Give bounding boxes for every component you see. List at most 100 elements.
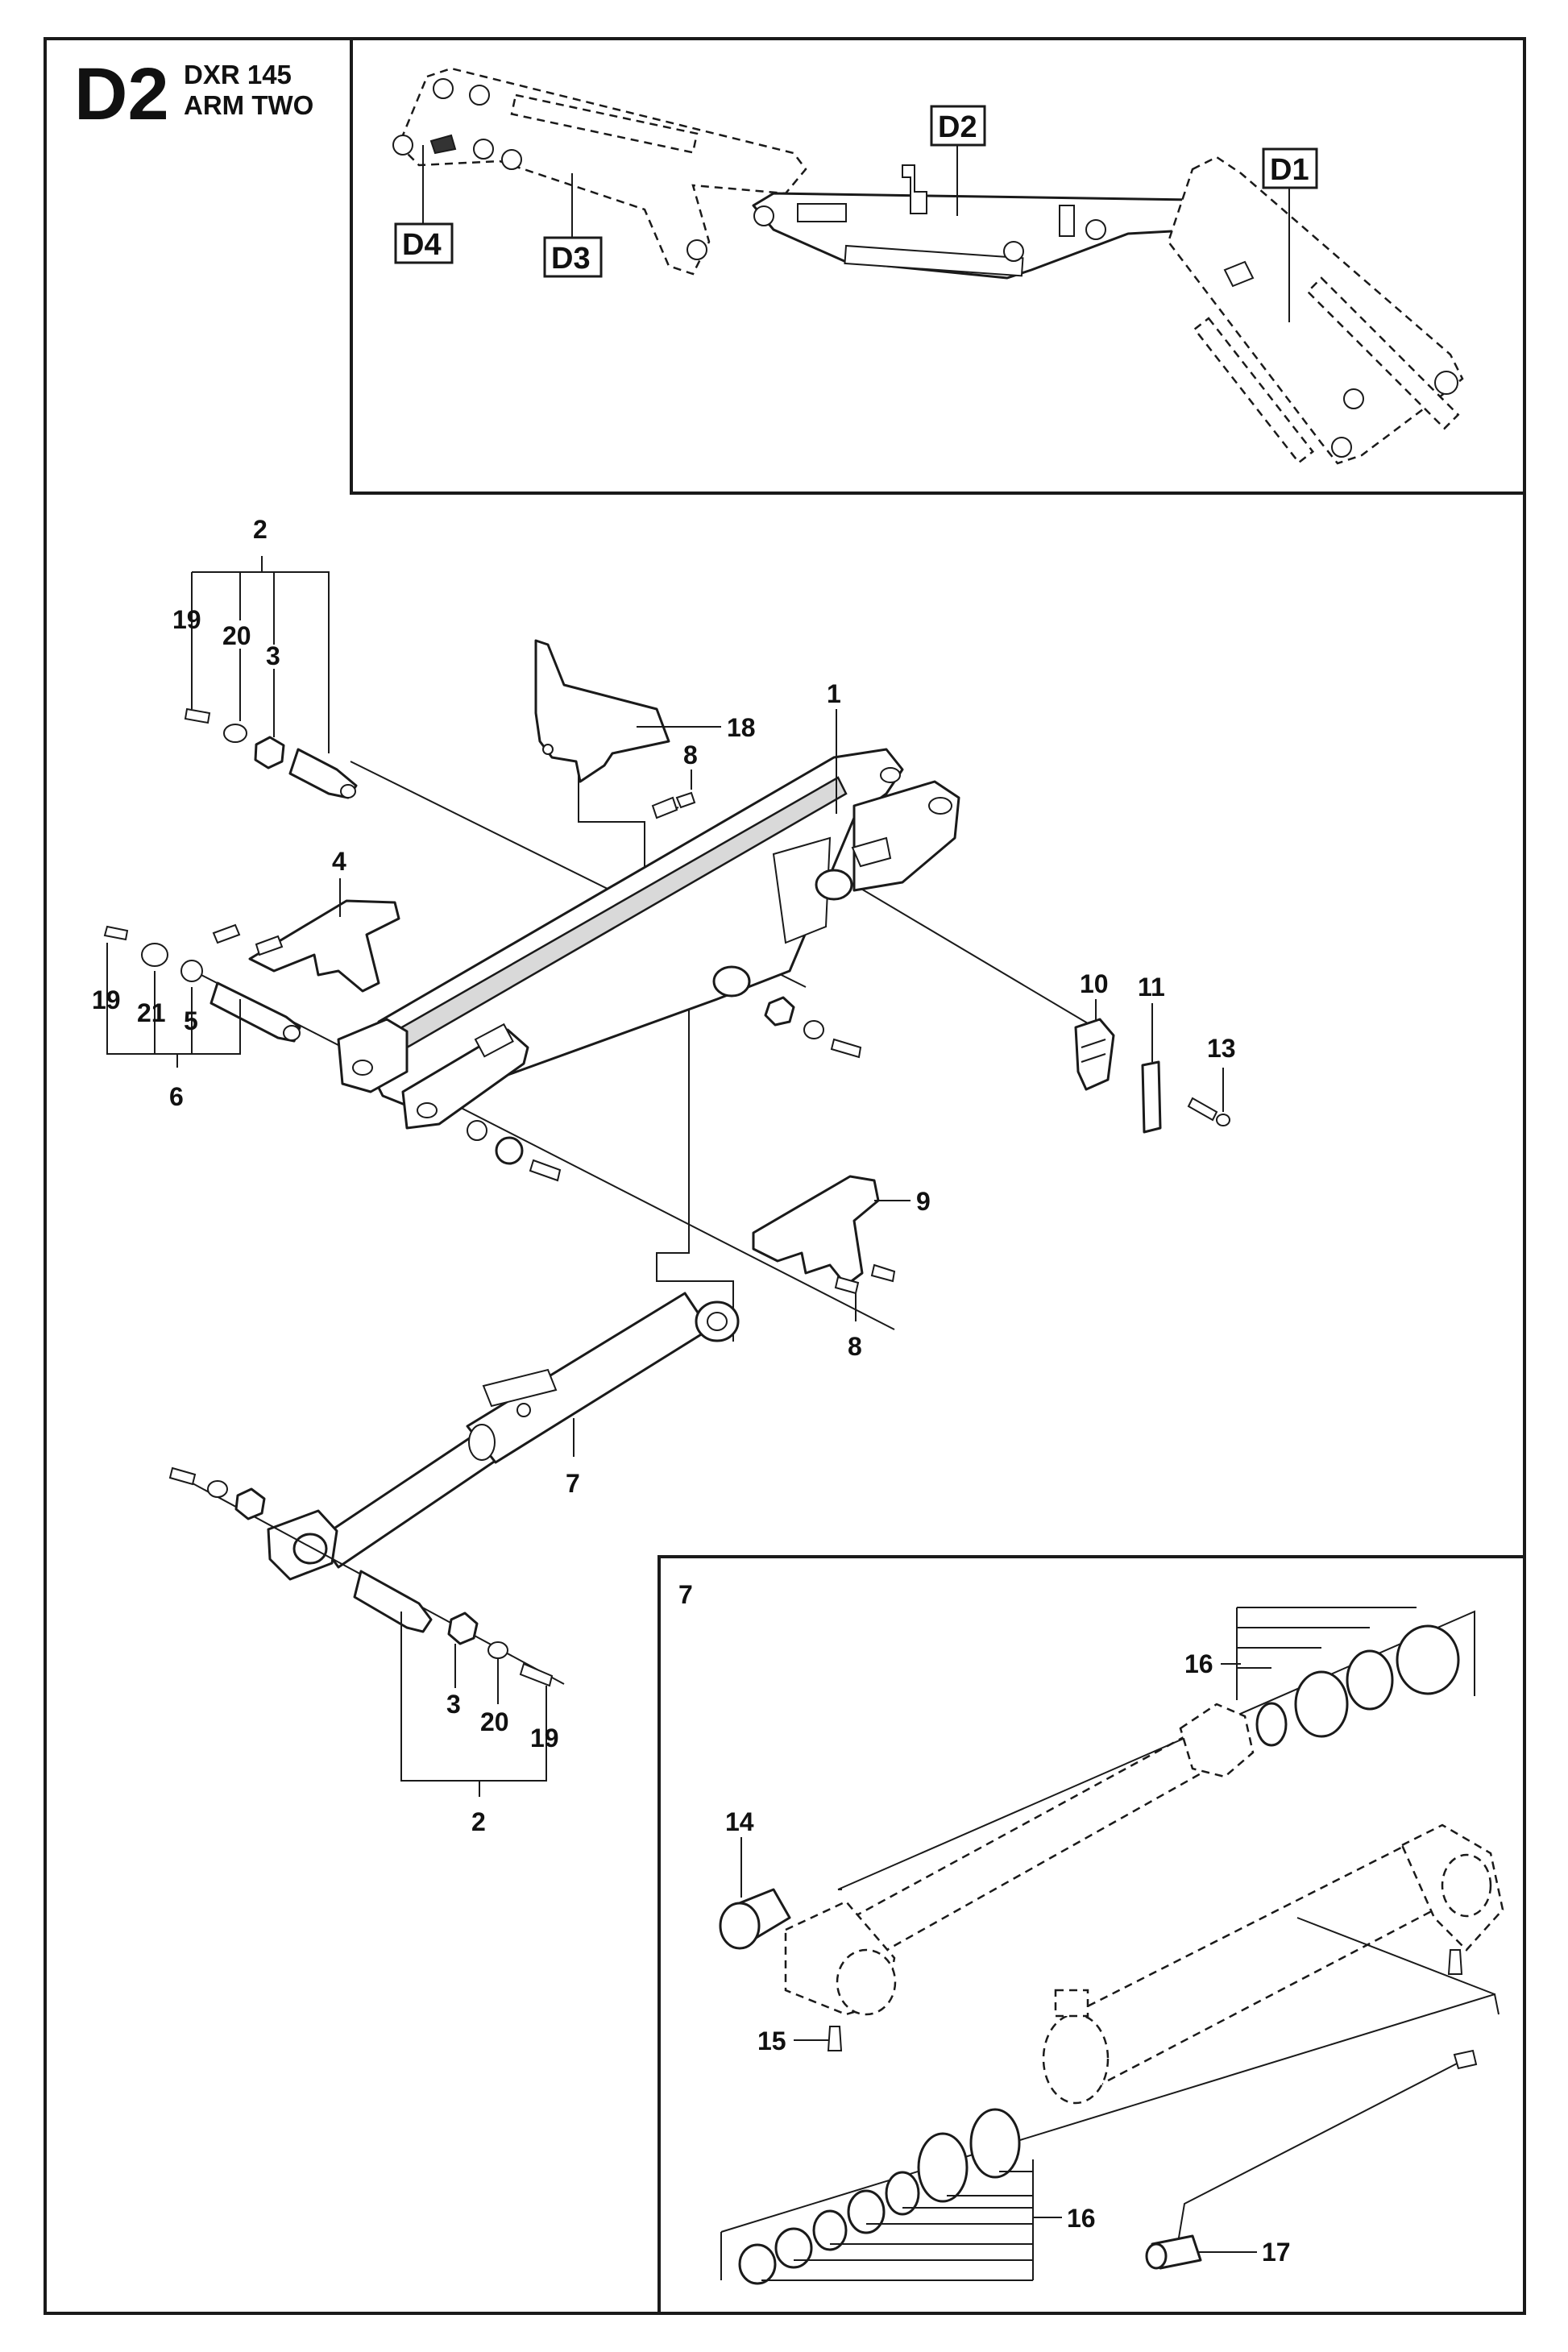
pin-upper-left-end [340,784,356,799]
main-assembly [103,639,1230,1687]
callout-14: 14 [725,1807,754,1836]
label-box-d4 [394,222,454,264]
arm-top-hole [880,767,901,783]
axis-lower-left [193,970,895,1330]
callout-2-upper: 2 [253,515,268,544]
washer-20-lower [487,1641,508,1659]
label-box-d3 [543,236,603,278]
callout-16-lower: 16 [1067,2204,1096,2233]
bracket-18-hole [542,744,554,755]
callout-8-upper: 8 [683,740,698,769]
inset-rod [829,1731,1217,1968]
seal-16-e [738,2243,777,2285]
bolt-8-upper-head [675,791,696,809]
overview-d1-clip [1223,260,1255,288]
overview-cylinder-d1 [1306,276,1460,430]
seal-16-g [812,2209,848,2251]
cylinder-7-valve [482,1368,558,1408]
bracket-4 [248,899,400,993]
bolt-mid-a [529,1159,562,1182]
arm-end-lug-hole [928,797,952,815]
callout-19-lower: 19 [530,1724,559,1753]
overview-d2-slot [797,203,847,222]
callout-15: 15 [757,2026,786,2055]
arm-left-lug-upper [337,1018,409,1093]
overview-d1-pin-a [1343,388,1364,409]
callout-7-main: 7 [566,1469,580,1498]
inset-frame [657,1555,1526,2315]
overview-d4-clamp [429,134,457,155]
overview-cylinder-d1-b [1193,317,1315,464]
bracket-9 [752,1175,880,1287]
overview-d1-pin-c [1434,371,1458,395]
bolt-bracket-4-b [212,923,241,944]
callout-16-upper: 16 [1184,1649,1213,1678]
nut-mid-a [495,1136,524,1165]
seal-16-f [774,2227,813,2269]
pin-lower-left [209,981,301,1043]
seal-16-d [1396,1624,1460,1695]
overview-pin-d [473,139,494,160]
arm-mid-bore [712,965,751,998]
title-name: ARM TWO [184,90,313,120]
callout-11: 11 [1138,973,1165,1002]
callout-21: 21 [137,998,166,1027]
cylinder-7-fitting [516,1403,531,1417]
inset-piston [1179,1703,1255,1778]
seal-16-c [1346,1649,1394,1711]
inset-plane-lower-side [720,1917,1495,2280]
washer-5-left [180,960,203,982]
bushing-14-face [719,1902,761,1950]
overview-d2-pin-c [1085,219,1106,240]
cylinder-7-gland [468,1424,496,1461]
overview-cylinder-d3 [510,93,699,154]
arm-left-hole-lower [417,1102,438,1118]
inset-cylinder: 7 [678,1580,1504,2285]
overview-cylinder-d2 [844,244,1024,277]
overview-d2-pin-b [1003,241,1024,262]
seal-16-h [847,2189,886,2234]
callout-9: 9 [916,1187,931,1216]
overview-arm-d3 [397,67,807,276]
overview-d1-pin-b [1331,437,1352,458]
overview-arm-d1 [1167,156,1464,465]
leader-16-lower [761,2159,1062,2281]
inset-valve-block [1054,1989,1089,2018]
overview-pin-b [469,85,490,106]
seal-16-i [885,2171,920,2216]
leader-2-lower [400,1612,547,1797]
clamp-10-grooves [1081,1039,1106,1063]
nut-lower-left [234,1487,266,1520]
washer-20-upper [223,724,247,743]
arm-left-slot [474,1023,514,1058]
axis-right [829,869,1089,1024]
cylinder-7-barrel [466,1292,711,1464]
callout-6: 6 [169,1082,184,1111]
inset-rod-eye-bore [836,1948,897,2016]
callout-5: 5 [184,1006,198,1035]
overview-d2-bracket [902,164,927,214]
inset-barrel [1063,1844,1443,2089]
callout-10: 10 [1080,969,1109,998]
seal-16-a [1255,1702,1288,1747]
cylinder-7-head-hole [707,1312,728,1331]
overview-frame [350,37,1526,495]
washer-right-a [803,1020,824,1039]
axis-cylinder-upper [656,1007,734,1342]
arm-right-bore [815,869,853,901]
callout-2-lower: 2 [471,1807,486,1836]
bolt-13-head [1216,1114,1230,1126]
seal-16-j [917,2132,969,2203]
washer-21-left [141,943,168,967]
hose-17-far-end [1453,2049,1478,2070]
bolt-19-lower [519,1662,554,1687]
callout-19-left: 19 [92,985,121,1014]
nut-3-lower [447,1612,479,1645]
bolt-19-lower-left [168,1466,197,1486]
overview-labels: D2 D1 D4 D3 [394,105,1318,322]
callout-18: 18 [727,713,756,742]
inset-barrel-nipple [1447,1949,1463,1975]
bolt-bracket-9 [870,1263,896,1283]
overview-assembly [392,67,1464,465]
callout-17: 17 [1262,2238,1291,2267]
